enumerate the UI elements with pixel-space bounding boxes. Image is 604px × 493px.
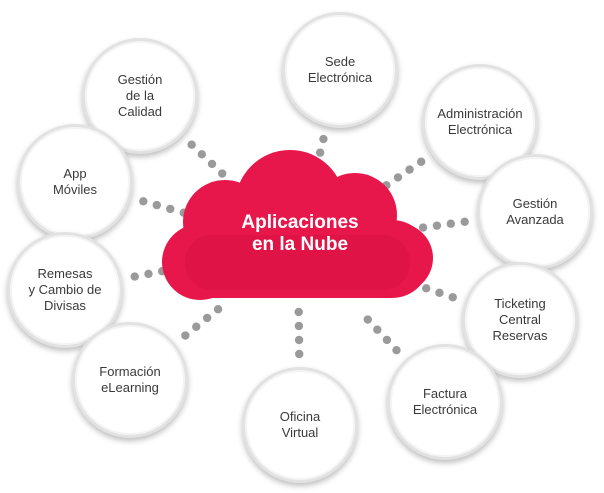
connector-dot <box>218 169 227 178</box>
connector-dot <box>432 221 442 230</box>
connector-dot <box>405 165 414 174</box>
connector-dot <box>422 284 431 293</box>
connector-dot <box>207 159 217 169</box>
connector-dot <box>294 335 304 345</box>
connector-dot <box>393 173 403 182</box>
node-label: Sede Electrónica <box>307 54 373 85</box>
node-ticketing: Ticketing Central Reservas <box>462 262 578 378</box>
connector-dot <box>152 200 161 210</box>
node-label: Ticketing Central Reservas <box>492 296 548 343</box>
node-label: Administración Electrónica <box>437 106 523 137</box>
connector-dot <box>319 134 328 144</box>
connector-dot <box>363 315 372 324</box>
connector-dot <box>139 197 148 206</box>
connector-dot <box>294 307 303 317</box>
node-label: Formación eLearning <box>99 364 161 395</box>
node-label: App Móviles <box>52 166 98 197</box>
node-label: Factura Electrónica <box>412 386 478 417</box>
connector-dot <box>418 223 428 232</box>
node-oficina: Oficina Virtual <box>242 367 358 483</box>
node-label: Oficina Virtual <box>279 409 321 440</box>
node-gestion-avanzada: Gestión Avanzada <box>477 154 593 270</box>
connector-dot <box>392 345 401 355</box>
connector-dot <box>448 293 457 302</box>
connector-dot <box>294 321 304 331</box>
center-title: Aplicaciones en la Nube <box>241 212 359 255</box>
node-factura: Factura Electrónica <box>387 344 503 460</box>
connector-dot <box>315 148 325 157</box>
connector-dot <box>202 313 212 323</box>
connector-dot <box>144 269 153 279</box>
connector-dot <box>187 140 196 149</box>
connector-dot <box>460 217 469 226</box>
node-label: Gestión Avanzada <box>506 196 564 227</box>
node-label: Remesas y Cambio de Divisas <box>28 266 102 313</box>
connector-dot <box>192 322 201 331</box>
connector-dot <box>197 150 207 159</box>
connector-dot <box>382 335 392 345</box>
node-label: Gestión de la Calidad <box>117 72 163 119</box>
connector-dot <box>130 272 139 281</box>
connector-dot <box>213 305 223 314</box>
node-sede-electronica: Sede Electrónica <box>282 12 398 128</box>
connector-dot <box>416 157 426 166</box>
connector-dot <box>435 288 444 297</box>
connector-dot <box>373 325 382 334</box>
node-app-moviles: App Móviles <box>17 124 133 240</box>
connector-dot <box>181 331 190 340</box>
connector-dot <box>446 219 456 228</box>
connector-dot <box>166 204 175 214</box>
node-formacion: Formación eLearning <box>72 322 188 438</box>
connector-dot <box>295 349 304 359</box>
